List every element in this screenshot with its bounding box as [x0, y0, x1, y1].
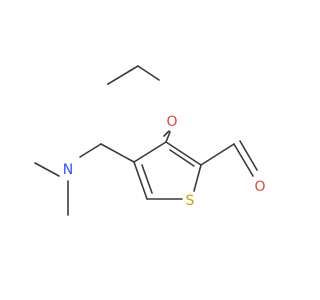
bond-o-ethyl — [137, 65, 160, 81]
molecule-structure: O O S N — [34, 65, 266, 216]
atom-labels: O O S N — [63, 114, 266, 209]
amine-nitrogen-label: N — [63, 162, 73, 178]
bond-cho-o — [233, 143, 254, 177]
bond-ch2-n — [79, 143, 102, 158]
aldehyde-oxygen-label: O — [254, 179, 265, 195]
bond-ring-c4-c5-double — [141, 164, 153, 194]
bond-ring-c4-c3 — [133, 141, 167, 163]
bond-ring-c5-c4 — [133, 161, 148, 200]
bond-c4-ch2 — [100, 143, 135, 163]
bond-ring-c3-c2 — [165, 141, 202, 166]
ether-oxygen-label: O — [166, 114, 177, 130]
bond-c3-ether-o — [163, 130, 170, 137]
bond-n-methyl-2 — [34, 162, 60, 177]
ring-sulfur-label: S — [186, 193, 195, 209]
bond-c3-o-main — [165, 131, 171, 143]
bond-ch2-c — [107, 65, 139, 85]
bond-cho-o-double — [239, 140, 258, 171]
bond-c2-cho — [200, 143, 235, 166]
bond-ring-c2-s — [193, 164, 202, 192]
bonds — [34, 65, 258, 216]
bond-ring-c2-c3-double — [169, 149, 195, 167]
